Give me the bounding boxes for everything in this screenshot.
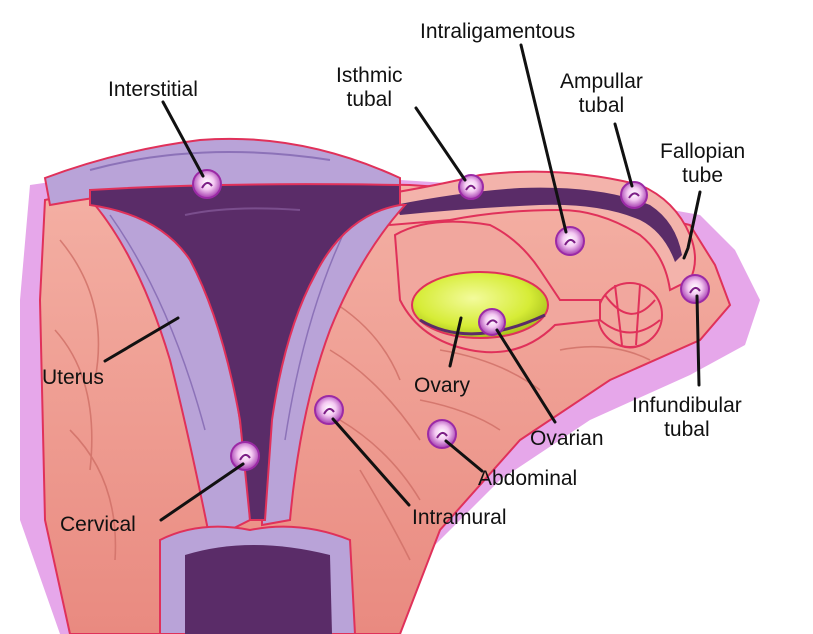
leader-cervical [159,462,245,522]
label-intramural: Intramural [412,506,507,529]
leader-interstitial [161,100,205,178]
label-intraligamentous: Intraligamentous [420,20,576,43]
leader-abdominal [444,439,484,473]
leader-ovarian [495,328,557,424]
fimbriae [597,282,663,349]
gestational-sacs [192,169,710,471]
leader-intraligamentous [519,43,568,234]
sac-intraligamentous [555,226,585,256]
leader-fallopian [682,190,702,260]
leader-isthmic [414,106,467,182]
sac-cervical [230,441,260,471]
leader-intramural [331,417,411,507]
sac-abdominal [427,419,457,449]
sac-ampullar [620,181,648,209]
sac-infundibular [680,274,710,304]
label-ovary: Ovary [414,374,471,397]
vaginal-canal [185,545,332,634]
label-interstitial: Interstitial [108,78,198,101]
uterine-cavity [89,183,401,521]
label-ovarian: Ovarian [530,427,604,450]
label-cervical: Cervical [60,513,136,536]
tube-lumen [395,187,682,262]
leader-infundibular [695,294,701,387]
label-abdominal: Abdominal [478,467,578,490]
leader-lines [103,43,702,522]
sac-interstitial [192,169,222,199]
label-uterus: Uterus [42,366,104,389]
leader-uterus [103,316,180,363]
leader-ampullar [613,122,634,188]
leader-ovary [448,316,463,368]
ovary [411,271,549,339]
sac-intramural [314,395,344,425]
sac-ovarian [478,308,506,336]
